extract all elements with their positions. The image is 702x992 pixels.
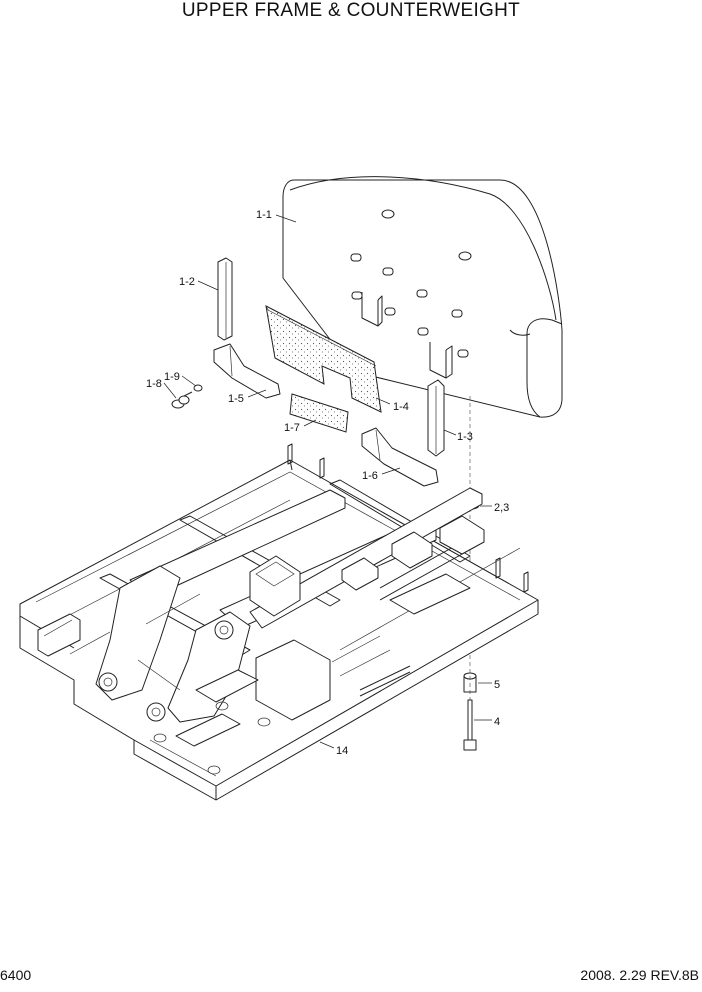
part-label-2-3: 2,3 <box>494 502 509 514</box>
drawing-title: UPPER FRAME & COUNTERWEIGHT <box>181 0 521 21</box>
part-label-1-9: 1-9 <box>164 371 180 383</box>
leader-lines <box>163 214 492 749</box>
spacer-5 <box>463 672 477 693</box>
part-label-1-6: 1-6 <box>362 470 378 482</box>
upper-frame-14 <box>19 443 539 801</box>
plate-1-7 <box>289 393 349 433</box>
part-label-1-7: 1-7 <box>284 422 300 434</box>
bracket-1-5 <box>213 343 281 399</box>
plate-1-4 <box>265 305 382 413</box>
part-label-14: 14 <box>336 745 348 757</box>
bar-1-3 <box>427 379 445 457</box>
bolt-4 <box>463 699 477 751</box>
bracket-1-6 <box>361 427 439 487</box>
part-label-1-8: 1-8 <box>146 378 162 390</box>
bolt-1-8 <box>171 391 193 409</box>
part-label-1-4: 1-4 <box>393 401 409 413</box>
revision-date: 2008. 2.29 REV.8B <box>580 967 699 983</box>
part-label-1-5: 1-5 <box>228 393 244 405</box>
part-label-5: 5 <box>494 679 500 691</box>
washer-1-9 <box>193 384 203 392</box>
page-number: 6400 <box>0 967 32 983</box>
counterweight-1-1 <box>282 176 563 418</box>
part-label-4: 4 <box>494 716 500 728</box>
part-label-1-3: 1-3 <box>457 431 473 443</box>
part-label-1-1: 1-1 <box>256 209 272 221</box>
bar-1-2 <box>217 257 233 341</box>
part-label-1-2: 1-2 <box>179 276 195 288</box>
